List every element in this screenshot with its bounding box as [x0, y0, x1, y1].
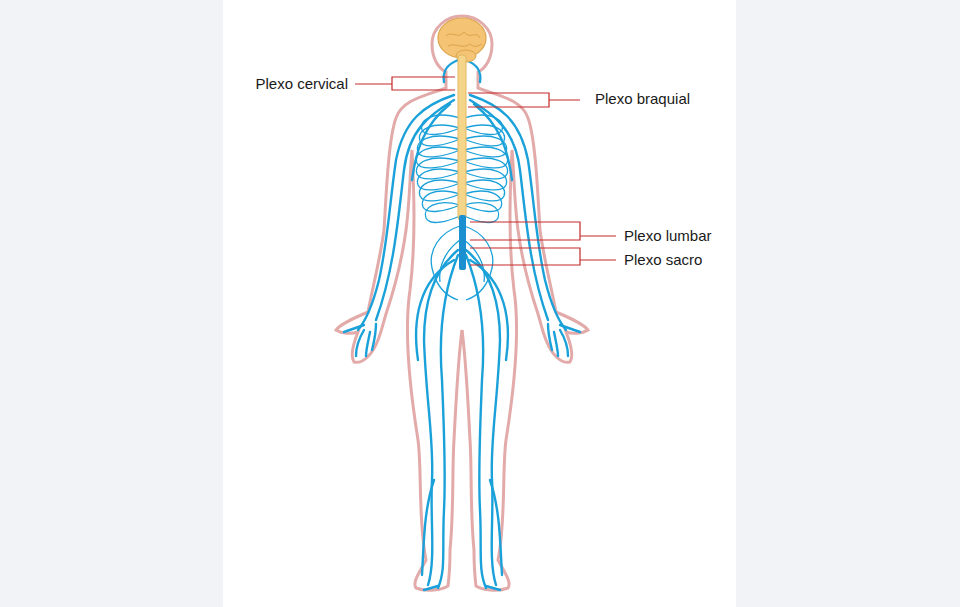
plexus-label: Plexo cervical — [255, 75, 348, 93]
plexus-label: Plexo braquial — [595, 90, 690, 108]
leader-brackets — [355, 77, 616, 265]
plexus-label: Plexo lumbar — [624, 227, 712, 245]
plexus-label: Plexo sacro — [624, 251, 702, 269]
